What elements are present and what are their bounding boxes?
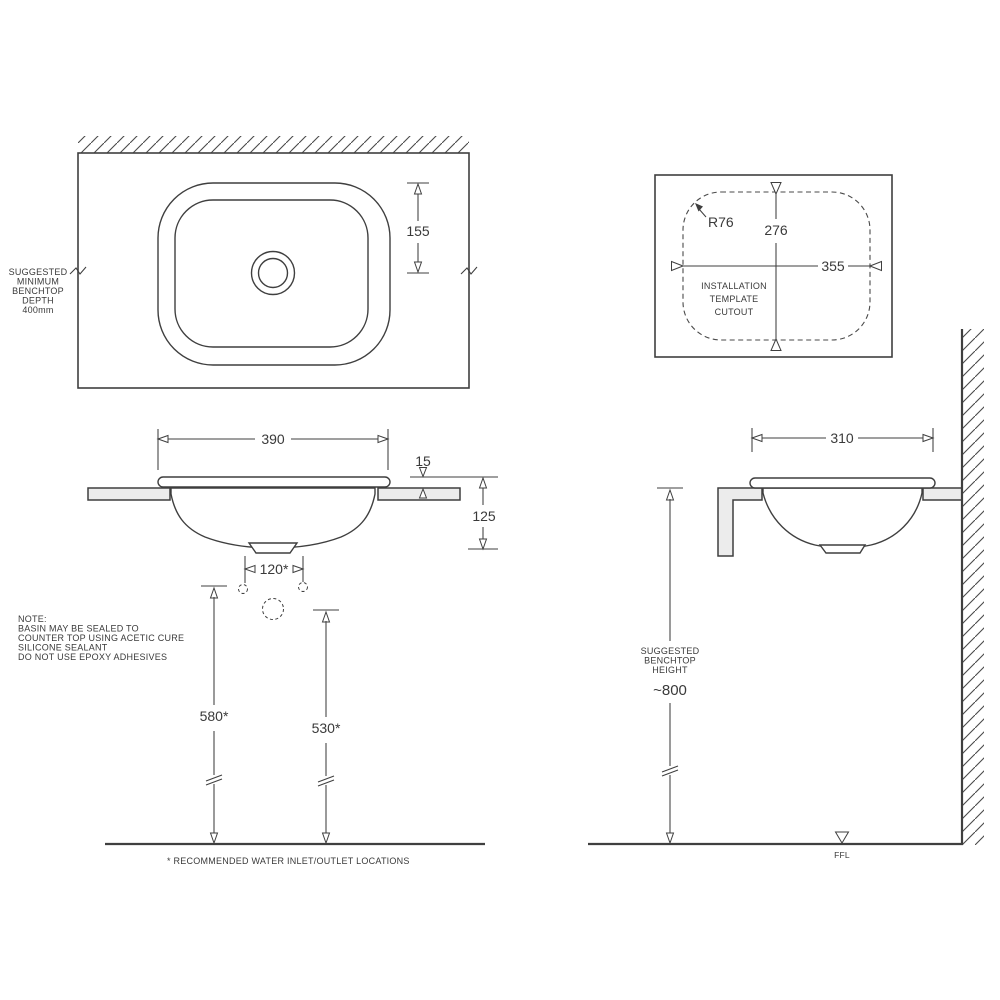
wall-hatch-right <box>963 329 984 845</box>
wall-hatch-top <box>78 136 469 153</box>
water-inlet-right <box>298 582 308 592</box>
drain-inner-circle <box>257 257 289 289</box>
dimension-355: 355 <box>671 258 882 274</box>
svg-text:DEPTH: DEPTH <box>22 296 54 306</box>
benchtop-height-label: SUGGESTED BENCHTOP HEIGHT <box>641 646 700 675</box>
plan-view: 155 SUGGESTED MINIMUM BENCHTOP DEPTH 400… <box>9 136 478 389</box>
dimension-15: 15 <box>410 453 498 499</box>
radius-label-r76: R76 <box>708 214 734 230</box>
note-line: SILICONE SEALANT <box>18 643 108 653</box>
water-inlet-left <box>238 584 248 594</box>
svg-text:BENCHTOP: BENCHTOP <box>644 656 696 666</box>
svg-text:SUGGESTED: SUGGESTED <box>641 646 700 656</box>
counter-right-side <box>922 487 963 501</box>
counter-left-front <box>87 487 171 501</box>
dimension-125: 125 <box>468 476 498 551</box>
note-line: NOTE: <box>18 614 47 624</box>
radius-callout: R76 <box>695 203 734 230</box>
break-mark-left <box>69 266 87 275</box>
dimension-120: 120* <box>243 556 305 583</box>
notes: NOTE: BASIN MAY BE SEALED TO COUNTER TOP… <box>18 614 410 866</box>
ffl-label: FFL <box>834 850 850 860</box>
drain-fitting-front <box>247 542 299 554</box>
dim-label-155: 155 <box>406 223 430 239</box>
dim-label-310: 310 <box>830 430 854 446</box>
counter-left-side <box>717 487 763 557</box>
template-view: 276 355 R76 INSTALLATION TEMPLATE CUTOUT <box>654 174 893 358</box>
side-elevation: 310 SUGGESTED BENCHTOP HEIGHT ~800 <box>588 329 984 860</box>
footnote: * RECOMMENDED WATER INLET/OUTLET LOCATIO… <box>167 856 410 866</box>
dimension-390: 390 <box>156 429 390 470</box>
basin-bowl-side <box>762 487 923 549</box>
template-caption: INSTALLATION TEMPLATE CUTOUT <box>701 281 767 317</box>
dimension-800: SUGGESTED BENCHTOP HEIGHT ~800 <box>641 487 700 845</box>
note-line: BASIN MAY BE SEALED TO <box>18 624 139 634</box>
svg-text:TEMPLATE: TEMPLATE <box>710 294 759 304</box>
svg-text:SUGGESTED: SUGGESTED <box>9 267 68 277</box>
dimension-310: 310 <box>750 428 935 452</box>
dim-label-125: 125 <box>472 508 496 524</box>
dim-label-15: 15 <box>415 453 431 469</box>
dimension-580: 580* <box>200 585 229 845</box>
dim-label-530: 530* <box>312 720 341 736</box>
svg-text:CUTOUT: CUTOUT <box>715 307 754 317</box>
dimension-155: 155 <box>406 182 430 274</box>
dim-label-390: 390 <box>261 431 285 447</box>
svg-text:MINIMUM: MINIMUM <box>17 277 59 287</box>
water-outlet <box>262 598 284 620</box>
drain-fitting-side <box>818 544 867 554</box>
counter-right-front <box>377 487 461 501</box>
dim-label-120: 120* <box>260 561 289 577</box>
dimension-530: 530* <box>312 609 341 845</box>
svg-text:HEIGHT: HEIGHT <box>652 665 688 675</box>
note-line: DO NOT USE EPOXY ADHESIVES <box>18 652 167 662</box>
front-elevation: 390 15 125 12 <box>87 429 498 846</box>
svg-text:INSTALLATION: INSTALLATION <box>701 281 767 291</box>
note-line: COUNTER TOP USING ACETIC CURE <box>18 633 184 643</box>
benchtop-depth-label: SUGGESTED MINIMUM BENCHTOP DEPTH 400mm <box>9 267 68 315</box>
dimension-276: 276 <box>764 182 788 351</box>
dim-label-355: 355 <box>821 258 845 274</box>
basin-rim-side <box>749 477 936 489</box>
dim-label-800: ~800 <box>653 682 687 699</box>
ffl-marker: FFL <box>834 831 850 860</box>
break-mark-right <box>460 266 478 275</box>
basin-rim-front <box>157 476 391 488</box>
basin-bowl-front <box>170 487 376 549</box>
dim-label-276: 276 <box>764 222 788 238</box>
svg-text:BENCHTOP: BENCHTOP <box>12 286 64 296</box>
dim-label-580: 580* <box>200 708 229 724</box>
svg-text:400mm: 400mm <box>22 305 53 315</box>
